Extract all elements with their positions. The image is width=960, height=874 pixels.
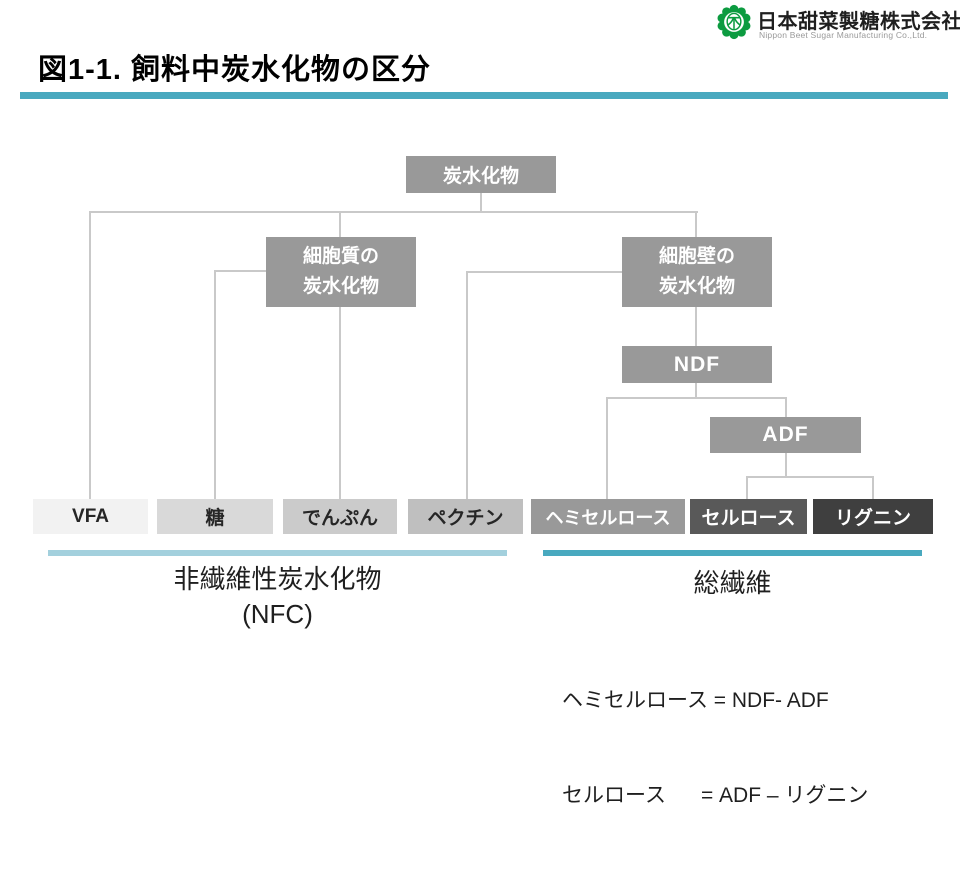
connector-line xyxy=(339,307,341,499)
node-starch: でんぷん xyxy=(283,499,397,534)
fiber-label: 総繊維 xyxy=(693,568,772,598)
connector-line xyxy=(785,397,787,417)
node-cytoplasmic-carbohydrate: 細胞質の 炭水化物 xyxy=(266,237,416,307)
connector-line xyxy=(339,211,341,237)
node-label-line1: 細胞壁の xyxy=(658,245,735,267)
node-vfa: VFA xyxy=(33,499,148,534)
connector-line xyxy=(695,383,697,398)
slide: 日本甜菜製糖株式会社 Nippon Beet Sugar Manufacturi… xyxy=(20,3,960,807)
connector-line xyxy=(746,476,748,499)
connector-line xyxy=(695,307,697,346)
connector-line xyxy=(466,271,622,273)
node-ndf: NDF xyxy=(622,346,772,383)
connector-line xyxy=(785,453,787,477)
company-name-en: Nippon Beet Sugar Manufacturing Co.,Ltd. xyxy=(759,30,928,40)
page-title: 図1-1. 飼料中炭水化物の区分 xyxy=(38,54,432,86)
connector-line xyxy=(466,271,468,499)
connector-line xyxy=(695,211,697,237)
node-pectin: ペクチン xyxy=(408,499,523,534)
nfc-underline xyxy=(48,550,507,556)
node-carbohydrate: 炭水化物 xyxy=(406,156,556,193)
node-hemicellulose: ヘミセルロース xyxy=(531,499,685,534)
node-label: NDF xyxy=(673,352,721,376)
company-name: 日本甜菜製糖株式会社 xyxy=(757,11,960,33)
connector-line xyxy=(89,211,698,213)
nfc-label: 非繊維性炭水化物 (NFC) xyxy=(48,562,507,632)
nfc-label-line1: 非繊維性炭水化物 xyxy=(173,564,382,594)
equations: ヘミセルロース = NDF- ADF セルロース = ADF – リグニン xyxy=(562,622,868,874)
fiber-underline xyxy=(543,550,922,556)
connector-line xyxy=(606,397,608,499)
connector-line xyxy=(214,270,216,499)
nfc-abbr: (NFC) xyxy=(242,599,313,630)
node-label-line1: 細胞質の xyxy=(302,245,379,267)
node-cell-wall-carbohydrate: 細胞壁の 炭水化物 xyxy=(622,237,772,307)
title-rule xyxy=(20,92,948,99)
connector-line xyxy=(872,476,874,499)
node-label: 炭水化物 xyxy=(442,166,519,187)
equation-hemicellulose: ヘミセルロース = NDF- ADF xyxy=(562,689,829,712)
company-emblem-icon xyxy=(716,3,752,41)
node-label-line2: 炭水化物 xyxy=(658,276,735,297)
connector-line xyxy=(214,270,266,272)
node-cellulose: セルロース xyxy=(690,499,807,534)
connector-line xyxy=(480,193,482,212)
connector-line xyxy=(746,476,874,478)
connector-line xyxy=(606,397,787,399)
node-lignin: リグニン xyxy=(813,499,933,534)
node-label-line2: 炭水化物 xyxy=(302,276,379,297)
node-sugar: 糖 xyxy=(157,499,273,534)
equation-cellulose: セルロース = ADF – リグニン xyxy=(562,783,869,807)
node-label: ADF xyxy=(762,423,809,446)
node-adf: ADF xyxy=(710,417,861,453)
connector-line xyxy=(89,211,91,499)
